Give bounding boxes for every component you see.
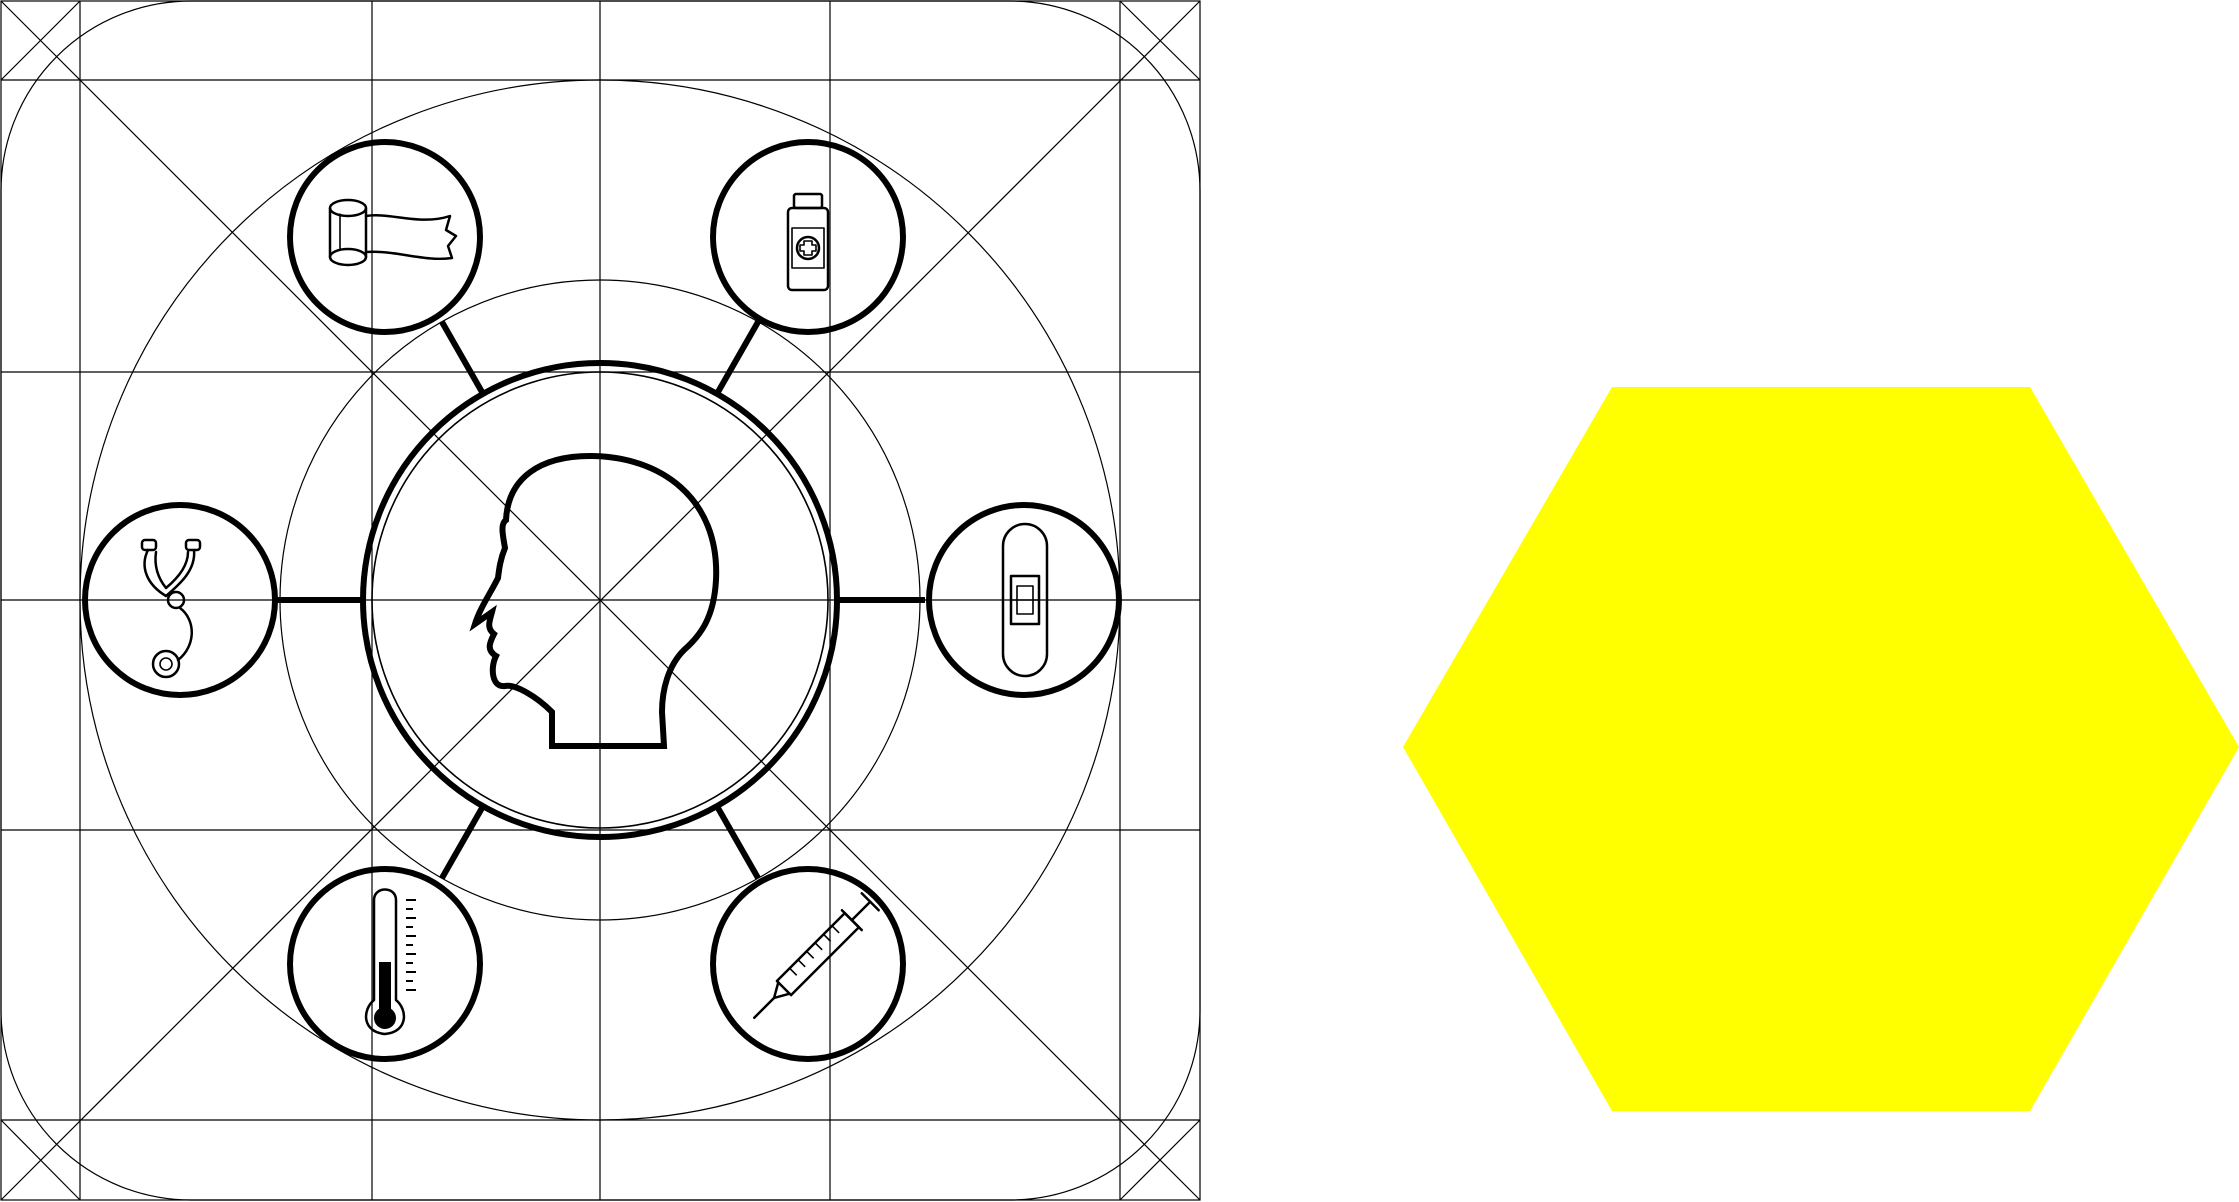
satellite-bandage-roll bbox=[287, 139, 483, 335]
yellow-hexagon bbox=[1403, 387, 2239, 1111]
medicine-bottle-icon bbox=[786, 192, 830, 292]
satellite-ring bbox=[287, 139, 483, 335]
satellite-ring bbox=[926, 502, 1122, 698]
satellite-ring bbox=[710, 139, 906, 335]
satellite-adhesive-bandage bbox=[926, 502, 1122, 698]
center-inner-ring bbox=[371, 371, 829, 829]
thermometer-icon bbox=[364, 888, 416, 1036]
satellite-syringe bbox=[710, 866, 906, 1062]
bandage-roll-icon bbox=[328, 198, 458, 267]
connector-medicine-bottle bbox=[715, 320, 761, 394]
center-node bbox=[360, 360, 840, 840]
connector-thermometer bbox=[439, 806, 485, 880]
satellite-ring bbox=[710, 866, 906, 1062]
human-head-profile-icon bbox=[469, 452, 720, 749]
satellite-ring bbox=[287, 866, 483, 1062]
thermometer-scale-marks bbox=[406, 899, 416, 991]
syringe-icon bbox=[753, 892, 880, 1019]
connector-syringe bbox=[715, 806, 761, 880]
center-outer-ring bbox=[360, 360, 840, 840]
icon-design-grid bbox=[0, 0, 1201, 1201]
stethoscope-icon bbox=[140, 538, 202, 679]
grid-diagonals bbox=[0, 0, 1201, 1201]
satellite-thermometer bbox=[287, 866, 483, 1062]
adhesive-bandage-icon bbox=[1001, 522, 1049, 678]
connector-lines bbox=[275, 320, 925, 880]
satellite-stethoscope bbox=[82, 502, 278, 698]
connector-bandage-roll bbox=[439, 320, 485, 394]
satellite-medicine-bottle bbox=[710, 139, 906, 335]
satellite-ring bbox=[82, 502, 278, 698]
